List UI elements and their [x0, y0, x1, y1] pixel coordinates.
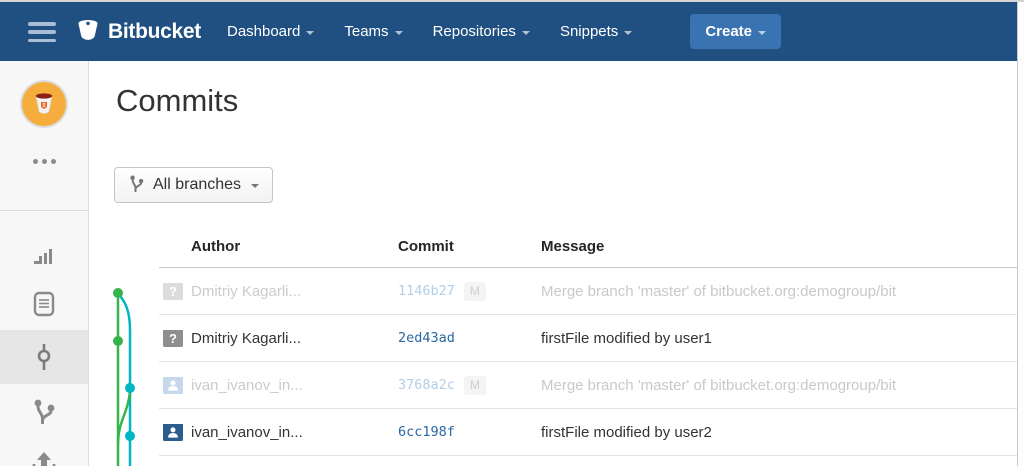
column-header-message: Message [541, 237, 605, 255]
column-header-commit: Commit [398, 237, 454, 255]
source-document-icon[interactable] [31, 291, 57, 317]
table-row: ? Dmitriy Kagarli... 2ed43ad firstFile modi… [159, 315, 1017, 362]
chevron-down-icon [758, 30, 767, 35]
author-name: Dmitriy Kagarli... [191, 329, 302, 347]
author-name: ivan_ivanov_in... [191, 423, 303, 441]
nav-item-snippets[interactable]: Snippets [559, 23, 633, 40]
branch-filter-button[interactable]: All branches [114, 167, 274, 203]
activity-chart-icon[interactable] [31, 241, 57, 267]
repository-avatar[interactable]: 5 [20, 80, 68, 128]
commit-hash-link[interactable]: 3768a2c [398, 376, 455, 393]
commit-hash-link[interactable]: 1146b27 [398, 282, 455, 299]
author-cell: ? Dmitriy Kagarli... [159, 329, 398, 347]
chevron-down-icon [521, 30, 530, 35]
table-row: ? Dmitriy Kagarli... 1146b27 M Merge branch … [159, 268, 1017, 315]
push-icon[interactable] [31, 451, 57, 466]
author-cell: ivan_ivanov_in... [159, 423, 398, 441]
commit-cell: 2ed43ad [398, 330, 541, 346]
commits-icon[interactable] [31, 344, 57, 370]
author-cell: ivan_ivanov_in... [159, 376, 398, 394]
commit-cell: 3768a2c M [398, 375, 541, 395]
commit-cell: 1146b27 M [398, 281, 541, 301]
nav-item-dashboard[interactable]: Dashboard [226, 23, 315, 40]
nav-item-label: Dashboard [226, 23, 301, 40]
author-name: ivan_ivanov_in... [191, 376, 303, 394]
bitbucket-wordmark: Bitbucket [108, 19, 201, 43]
nav-item-teams[interactable]: Teams [344, 23, 403, 40]
nav-menu: Dashboard Teams Repositories Snippets [227, 23, 662, 40]
page-title: Commits [116, 83, 239, 118]
unknown-user-avatar: ? [163, 329, 183, 347]
nav-item-label: Repositories [432, 23, 516, 40]
main-content: Commits All branches [90, 61, 1017, 466]
merge-badge: M [463, 281, 486, 301]
chevron-down-icon [251, 184, 260, 188]
chevron-down-icon [624, 30, 633, 35]
chevron-down-icon [394, 30, 403, 35]
commit-message: Merge branch 'master' of bitbucket.org:d… [541, 282, 897, 300]
sidebar-divider [0, 210, 88, 211]
chevron-down-icon [306, 30, 315, 35]
nav-item-label: Snippets [559, 23, 619, 40]
user-avatar [163, 423, 183, 441]
author-cell: ? Dmitriy Kagarli... [159, 282, 398, 300]
commit-hash-link[interactable]: 2ed43ad [398, 330, 455, 346]
commits-table: Author Commit Message ? Dmitriy Kagarli..… [159, 225, 1017, 456]
author-name: Dmitriy Kagarli... [191, 282, 302, 300]
nav-item-repositories[interactable]: Repositories [433, 23, 530, 40]
branch-fork-icon [128, 174, 145, 197]
create-button[interactable]: Create [690, 14, 782, 49]
scrollbar-track[interactable] [1017, 0, 1024, 466]
bitbucket-bucket-icon [75, 16, 101, 47]
commit-message: firstFile modified by user2 [541, 423, 712, 441]
commit-hash-link[interactable]: 6cc198f [398, 424, 455, 440]
sidebar-selected-highlight [0, 330, 88, 384]
svg-text:5: 5 [42, 103, 45, 109]
window-top-edge [0, 0, 1024, 2]
commit-message: firstFile modified by user1 [541, 329, 712, 347]
menu-hamburger-icon[interactable] [28, 22, 56, 42]
branches-icon[interactable] [31, 398, 57, 426]
unknown-user-avatar: ? [163, 282, 183, 300]
nav-item-label: Teams [344, 23, 389, 40]
user-avatar [163, 376, 183, 394]
more-options-icon[interactable] [0, 159, 88, 164]
commit-graph [113, 288, 135, 466]
top-navbar: Bitbucket Dashboard Teams Repositories Snip… [0, 2, 1017, 61]
table-row: ivan_ivanov_in... 6cc198f firstFile modifi… [159, 409, 1017, 456]
commit-message: Merge branch 'master' of bitbucket.org:d… [541, 376, 897, 394]
left-sidebar: 5 [0, 61, 89, 466]
column-header-author: Author [191, 237, 241, 255]
table-header: Author Commit Message [159, 225, 1017, 268]
merge-badge: M [463, 375, 486, 395]
commit-cell: 6cc198f [398, 424, 541, 440]
bitbucket-logo[interactable]: Bitbucket [75, 16, 201, 47]
table-row: ivan_ivanov_in... 3768a2c M Merge branch 'm… [159, 362, 1017, 409]
